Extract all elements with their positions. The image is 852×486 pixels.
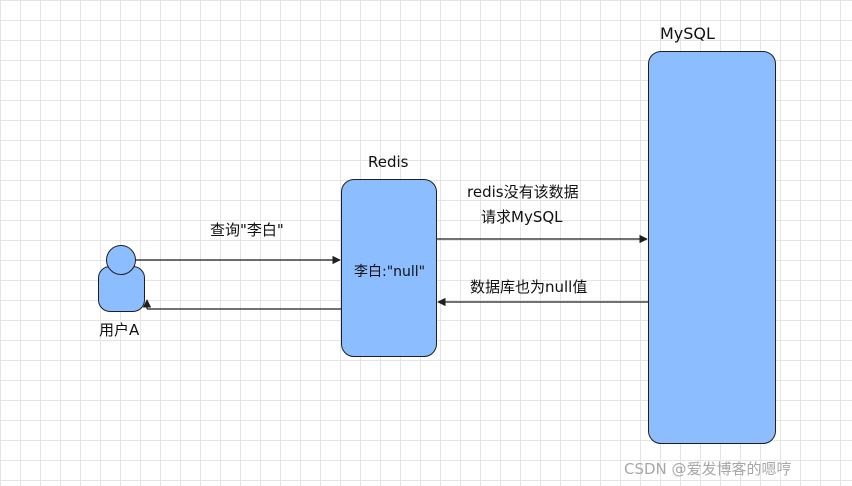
redis-title: Redis [368,153,409,171]
mysql-title: MySQL [660,24,715,43]
edge-label-redis-to-mysql-line1: redis没有该数据 [467,183,579,201]
watermark: CSDN @爱发博客的嗯哼 [624,460,792,478]
redis-node [341,179,437,357]
edge-label-mysql-to-redis: 数据库也为null值 [470,278,588,296]
mysql-node [648,51,776,444]
user-head-shape [106,245,136,275]
edge-label-user-to-redis: 查询"李白" [210,221,284,239]
edge-label-redis-to-mysql-line2: 请求MySQL [481,208,563,226]
user-label: 用户A [99,321,140,339]
redis-content: 李白:"null" [354,264,426,280]
